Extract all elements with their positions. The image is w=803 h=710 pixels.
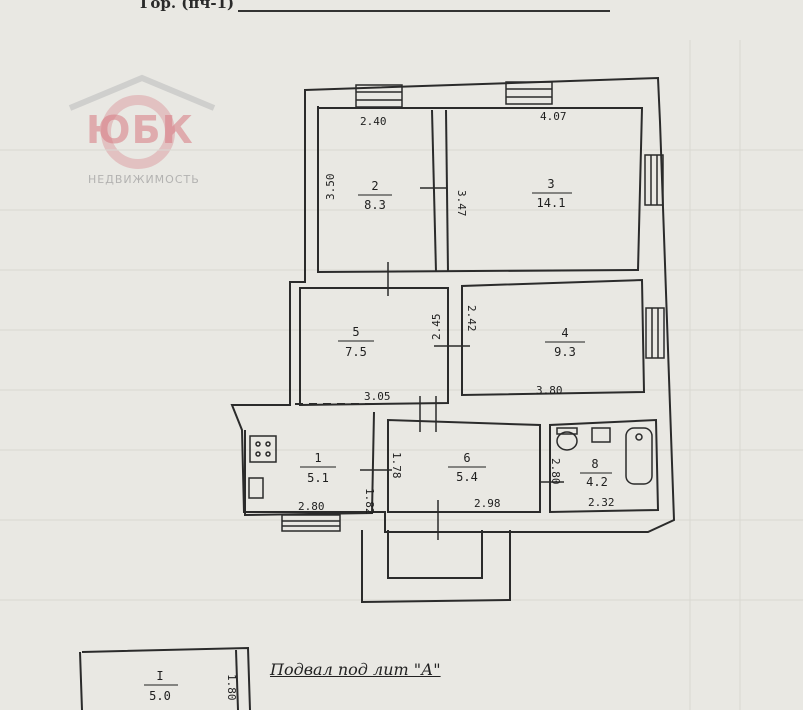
room6-walls — [387, 418, 541, 513]
sink-icon — [248, 477, 264, 499]
fixtures — [248, 427, 653, 499]
room-labels: 2 8.3 3 14.1 5 7.5 4 9.3 1 5.1 6 5.4 — [144, 177, 612, 703]
window — [645, 307, 665, 359]
dim-room8-bottom: 2.32 — [588, 496, 615, 509]
porch-inner — [387, 530, 483, 579]
watermark-subtitle: НЕДВИЖИМОСТЬ — [88, 173, 200, 186]
room-label: 4 9.3 — [545, 326, 585, 359]
window — [644, 154, 664, 206]
room-8-number: 8 — [591, 457, 598, 471]
watermark-brand: ЮБК — [86, 108, 194, 152]
wall-2-3b — [445, 109, 449, 273]
window — [281, 514, 341, 532]
room-1-number: 1 — [314, 451, 321, 465]
room-label: 3 14.1 — [532, 177, 572, 210]
room-label: 8 4.2 — [580, 457, 612, 489]
room-5-area: 7.5 — [345, 345, 367, 359]
porch — [361, 530, 511, 604]
dim-room1-right: 1.82 — [363, 488, 376, 515]
inner-wall-line — [317, 106, 644, 274]
windows — [281, 81, 665, 532]
dim-room6-bottom: 2.98 — [474, 497, 501, 510]
dim-room5-bottom: 3.05 — [364, 390, 391, 403]
window — [355, 84, 403, 108]
dim-room5-right: 2.45 — [430, 314, 443, 341]
dim-room3-top: 4.07 — [540, 110, 567, 123]
washbasin-icon — [591, 427, 611, 443]
room-2-number: 2 — [371, 179, 378, 193]
dim-room4-left: 2.42 — [465, 305, 478, 332]
room-label: I 5.0 — [144, 669, 178, 703]
basement-room-number: I — [156, 669, 163, 683]
room8-walls — [549, 418, 660, 514]
basement-outline — [79, 646, 251, 710]
basement-caption: Подвал под лит "А" — [270, 660, 441, 679]
room-4-number: 4 — [561, 326, 568, 340]
room-5-number: 5 — [352, 325, 359, 339]
room-3-number: 3 — [547, 177, 554, 191]
house-roof-icon — [68, 74, 216, 169]
stove-icon — [249, 435, 277, 463]
room-label: 5 7.5 — [338, 325, 374, 359]
room-6-number: 6 — [463, 451, 470, 465]
doors — [360, 187, 564, 540]
room-label: 1 5.1 — [300, 451, 336, 485]
dim-room8-left: 2.80 — [549, 458, 562, 485]
room-8-area: 4.2 — [586, 475, 608, 489]
dim-basement-side: 1.80 — [225, 674, 238, 701]
room-2-area: 8.3 — [364, 198, 386, 212]
room-1-area: 5.1 — [307, 471, 329, 485]
paper-grid — [0, 40, 803, 710]
room-label: 2 8.3 — [358, 179, 392, 212]
window — [505, 81, 553, 105]
dim-room4-bottom: 3.80 — [536, 384, 563, 397]
dim-room2-right: 3.47 — [455, 190, 468, 217]
room5-walls — [299, 287, 449, 407]
dim-room1-bottom: 2.80 — [298, 500, 325, 513]
wall-2-3 — [431, 109, 437, 273]
room-4-area: 9.3 — [554, 345, 576, 359]
dim-room2-top: 2.40 — [360, 115, 387, 128]
toilet-icon — [556, 431, 578, 451]
form-header-line — [238, 10, 610, 12]
bathtub-icon — [625, 427, 653, 485]
room4-walls — [461, 278, 646, 397]
room-3-area: 14.1 — [537, 196, 566, 210]
dimension-labels: 2.40 4.07 3.50 3.47 2.45 2.42 3.80 3.05 … — [225, 110, 615, 701]
outer-wall — [230, 76, 676, 533]
room-label: 6 5.4 — [448, 451, 486, 484]
room-6-area: 5.4 — [456, 470, 478, 484]
room1-walls — [244, 411, 375, 517]
basement-wall — [235, 649, 239, 710]
form-header-label: Гор. (пч-1) — [140, 0, 235, 12]
dim-room2-left: 3.50 — [324, 174, 337, 201]
dim-room6-left: 1.78 — [390, 452, 403, 479]
basement-room-area: 5.0 — [149, 689, 171, 703]
